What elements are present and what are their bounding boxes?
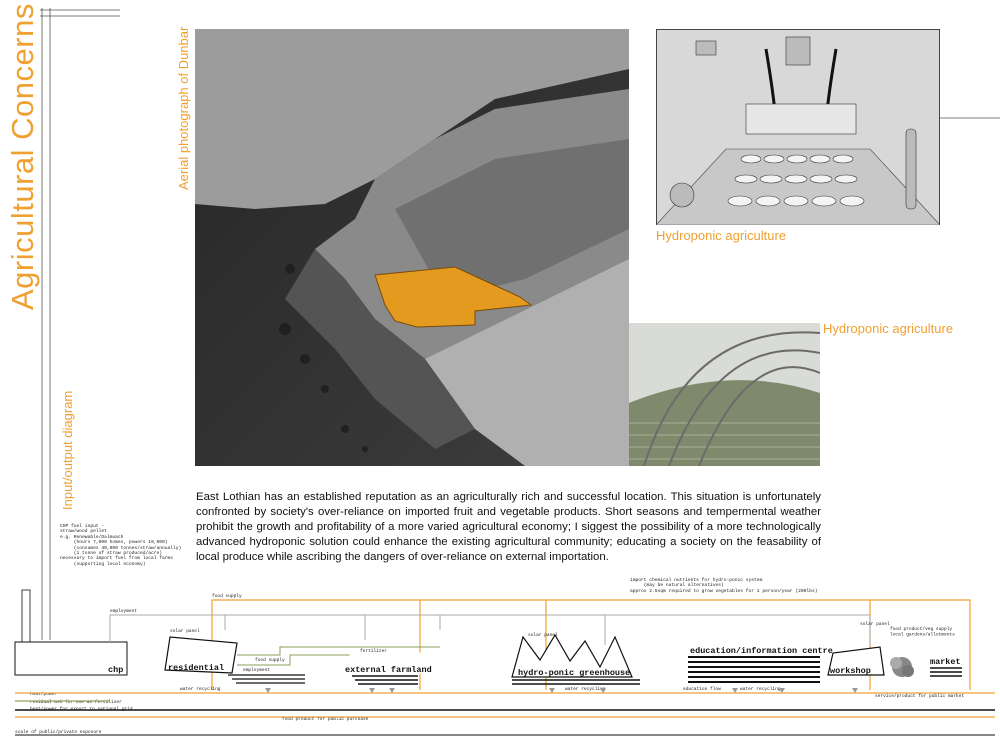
hydro-caption-2: Hydroponic agriculture (823, 321, 954, 336)
flow-heat-power-export: heat/power for export to national grid (30, 706, 133, 712)
io-diagram: chp employment food supply solar panel w… (14, 589, 995, 736)
node-residential (164, 636, 238, 674)
node-market-label: market (930, 657, 961, 667)
flow-water-recycling-3: water recycling (740, 686, 781, 692)
flow-service-product: service/product for public market (875, 693, 964, 699)
flow-food-product: food product for public purchase (282, 716, 369, 722)
aerial-photo-dunbar (195, 29, 629, 466)
node-farmland-label: external farmland (345, 665, 432, 675)
greenhouse-photo (629, 323, 820, 466)
flow-scale-exposure: scale of public/private exposure (15, 729, 102, 735)
node-workshop (827, 646, 885, 676)
flow-fertilizer: fertilizer (360, 648, 387, 654)
flow-residual-ash: residual ash for use as fertiliser (30, 699, 122, 705)
hydro-caption-1: Hydroponic agriculture (656, 228, 787, 243)
flow-employment-res: employment (243, 667, 270, 673)
hydroponic-drawing (656, 29, 940, 225)
hydro-nutrient-note: import chemical nutrients for hydro-poni… (630, 578, 818, 594)
node-market (930, 667, 962, 677)
node-education (688, 645, 820, 654)
flow-solar-panel-1: solar panel (170, 628, 200, 634)
flow-food-supply-top: food supply (212, 593, 242, 599)
chp-fuel-note: CHP fuel input - straw/wood pellet e.g. … (60, 524, 182, 567)
node-greenhouse (511, 633, 633, 678)
node-chp-label: chp (108, 665, 123, 675)
flow-food-supply-res: food supply (255, 657, 285, 663)
intro-paragraph: East Lothian has an established reputati… (196, 491, 821, 563)
flow-education-flow: education flow (683, 686, 721, 692)
node-farmland (349, 652, 443, 674)
node-residential-label: residential (168, 663, 224, 673)
flow-water-recycling-1: water recycling (180, 686, 221, 692)
flow-water-recycling-2: water recycling (565, 686, 606, 692)
flow-employment: employment (110, 608, 137, 614)
node-workshop-label: workshop (830, 666, 871, 676)
flow-heat-power: heat/power (30, 691, 57, 697)
node-chp (14, 641, 128, 676)
node-greenhouse-label: hydro-ponic greenhouse (518, 668, 630, 678)
flow-solar-panel-2: solar panel (528, 632, 558, 638)
flow-solar-panel-3: solar panel (860, 621, 890, 627)
node-education-label: education/information centre (690, 646, 833, 656)
